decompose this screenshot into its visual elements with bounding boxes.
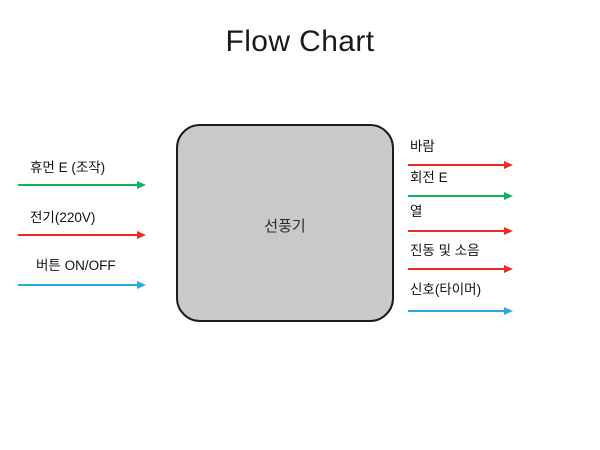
output-label-3: 진동 및 소음 (410, 243, 480, 258)
input-label-1: 전기(220V) (30, 210, 96, 225)
page-title: Flow Chart (225, 25, 375, 58)
input-label-0: 휴먼 E (조작) (30, 160, 106, 175)
input-arrow-2 (18, 279, 146, 291)
input-label-2: 버튼 ON/OFF (36, 258, 116, 273)
output-arrow-1 (408, 190, 513, 202)
process-box-label: 선풍기 (264, 218, 306, 235)
output-arrow-2 (408, 225, 513, 237)
output-label-1: 회전 E (410, 170, 448, 185)
output-arrow-0 (408, 159, 513, 171)
input-arrow-0 (18, 179, 146, 191)
output-label-2: 열 (410, 204, 423, 219)
output-label-4: 신호(타이머) (410, 282, 482, 297)
output-arrow-3 (408, 263, 513, 275)
output-label-0: 바람 (410, 139, 435, 154)
output-arrow-4 (408, 305, 513, 317)
input-arrow-1 (18, 229, 146, 241)
process-box[interactable] (176, 124, 394, 322)
